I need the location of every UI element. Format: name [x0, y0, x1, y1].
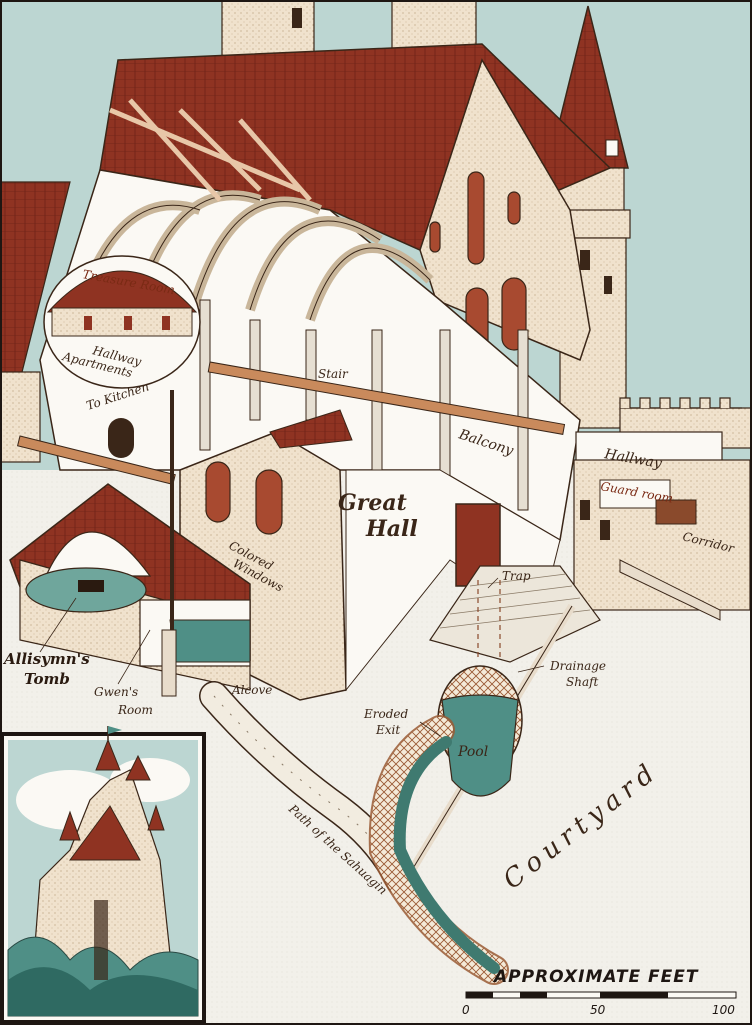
castle-inset-vignette: [0, 726, 206, 1024]
scale-tick-50: 50: [590, 1003, 606, 1017]
label-gwens: Gwen's: [94, 685, 138, 699]
roof-trusses: [109, 98, 312, 202]
label-pool: Pool: [457, 744, 488, 760]
scale-title: APPROXIMATE FEET: [492, 967, 699, 987]
eroded-channel: [368, 715, 509, 985]
scale-bar: APPROXIMATE FEET 0 50 100: [462, 967, 737, 1017]
label-drainage: Drainage: [549, 659, 606, 673]
label-shaft: Shaft: [566, 675, 599, 689]
label-tomb: Tomb: [24, 670, 70, 688]
gable-wall: [419, 58, 591, 362]
left-balcony-rail: [16, 435, 176, 486]
stair-block: [429, 565, 601, 663]
label-alcove: Alcove: [231, 683, 272, 697]
scale-tick-0: 0: [462, 1003, 470, 1017]
label-room: Room: [117, 703, 153, 717]
label-eroded: Eroded: [363, 707, 409, 721]
kitchen-doorway: [108, 418, 134, 458]
label-allisymns: Allisymn's: [2, 650, 90, 668]
leader-lines: [39, 577, 545, 737]
scale-tick-100: 100: [712, 1003, 735, 1017]
label-trap: Trap: [502, 569, 531, 583]
label-hall: Hall: [365, 516, 418, 542]
label-exit: Exit: [375, 723, 400, 737]
colored-windows-shapes: [205, 461, 283, 535]
drainage-shaft: [408, 603, 576, 873]
apartments-cutaway-circle: [43, 255, 201, 389]
balcony-rail: [207, 361, 566, 435]
tomb-building: [9, 390, 251, 697]
label-stair: Stair: [318, 367, 349, 381]
label-great: Great: [338, 490, 407, 516]
right-hallway-block: [573, 431, 751, 621]
